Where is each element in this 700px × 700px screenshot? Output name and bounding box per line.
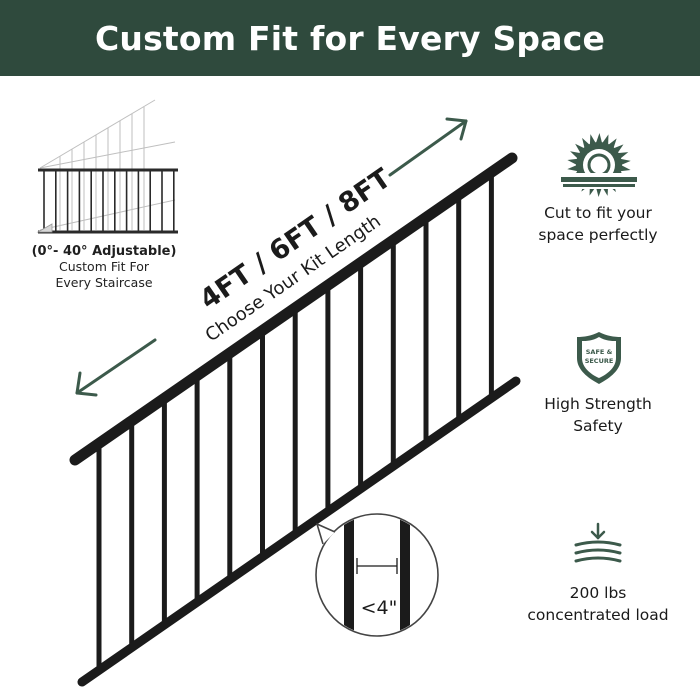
feature-line1: 200 lbs [569, 584, 627, 602]
adjust-line1: Custom Fit For [58, 259, 150, 274]
adjust-range: (0°- 40° Adjustable) [31, 244, 177, 259]
feature-cut-to-fit: Cut to fit your space perfectly [503, 202, 693, 246]
adjustable-caption: (0°- 40° Adjustable) Custom Fit For Ever… [20, 244, 188, 291]
page-title: Custom Fit for Every Space [94, 18, 606, 58]
feature-line1: High Strength [544, 395, 652, 413]
feature-line2: space perfectly [538, 226, 658, 244]
feature-high-strength: High Strength Safety [503, 393, 693, 437]
feature-line1: Cut to fit your [544, 204, 652, 222]
feature-load: 200 lbs concentrated load [503, 582, 693, 626]
spacing-label: <4" [361, 597, 398, 619]
length-arrow-upper [388, 117, 468, 177]
shield-badge-top: SAFE & [586, 348, 613, 356]
adjust-line2: Every Staircase [55, 275, 153, 290]
shield-icon: SAFE & SECURE [577, 332, 621, 384]
feature-line2: Safety [573, 417, 623, 435]
header-banner: Custom Fit for Every Space [0, 0, 700, 76]
spacing-detail-callout: <4" [315, 513, 439, 637]
length-arrow-lower [75, 338, 157, 397]
feature-line2: concentrated load [527, 606, 669, 624]
load-icon [574, 522, 622, 563]
shield-badge-bottom: SECURE [585, 357, 614, 365]
adjustable-railing-sketch [36, 99, 178, 234]
stair-railing [69, 152, 521, 687]
saw-blade-icon [561, 133, 637, 197]
